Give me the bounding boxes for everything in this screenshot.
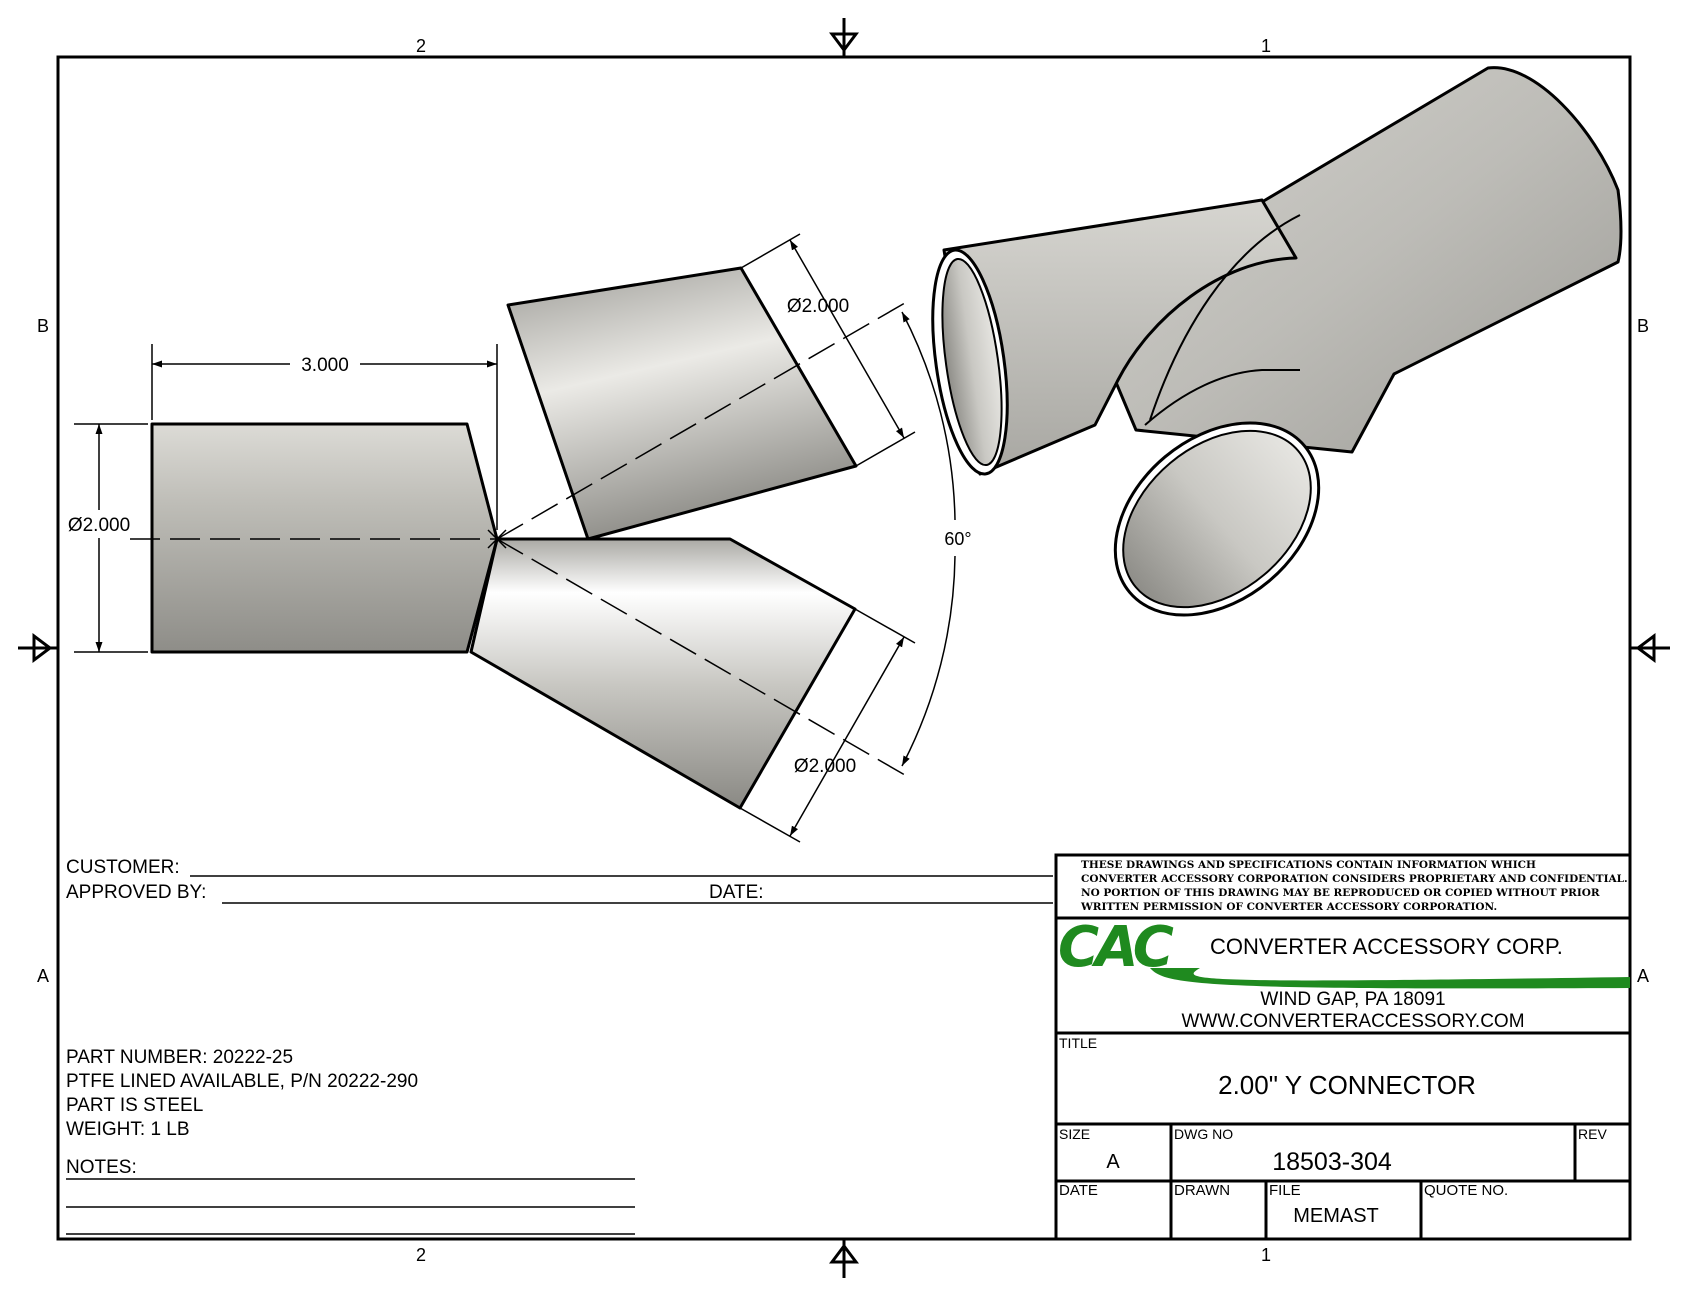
dimension-upper-branch-diameter <box>740 233 916 467</box>
zone-label-right-upper: B <box>1637 316 1649 336</box>
zone-label-top-right: 1 <box>1261 36 1271 56</box>
dwg-no-value: 18503-304 <box>1272 1148 1392 1176</box>
notes-lines <box>66 1178 635 1235</box>
weight-note: WEIGHT: 1 LB <box>66 1119 190 1140</box>
dimension-length <box>151 344 498 530</box>
legal-line-3: NO PORTION OF THIS DRAWING MAY BE REPROD… <box>1081 887 1600 899</box>
customer-label: CUSTOMER: <box>66 857 180 878</box>
vertex-mark <box>487 529 507 549</box>
date-label: DATE: <box>709 882 764 903</box>
file-value: MEMAST <box>1293 1205 1379 1227</box>
title-field-label: TITLE <box>1059 1035 1097 1051</box>
company-logo-text: CAC <box>1058 915 1174 980</box>
quote-no-field-label: QUOTE NO. <box>1424 1182 1508 1199</box>
dimension-lower-branch-diameter-label: Ø2.000 <box>794 756 856 777</box>
zone-label-left-upper: B <box>37 316 49 336</box>
dimension-upper-branch-diameter-label: Ø2.000 <box>787 296 849 317</box>
zone-label-right-lower: A <box>1637 966 1649 986</box>
title-block <box>1054 853 1632 1241</box>
y-connector-front-view <box>130 266 911 810</box>
drawn-field-label: DRAWN <box>1174 1182 1230 1199</box>
iso-side-pipe <box>942 198 1298 476</box>
center-mark-top <box>829 18 859 57</box>
iso-branch-seam <box>1149 214 1301 421</box>
dimension-length-label: 3.000 <box>301 355 349 376</box>
dimension-inlet-diameter <box>74 423 148 653</box>
dimension-branch-angle <box>901 311 956 767</box>
drawing-title: 2.00" Y CONNECTOR <box>1218 1070 1476 1100</box>
zone-label-bottom-left: 2 <box>416 1245 426 1265</box>
inlet-pipe <box>150 422 499 654</box>
dwg-no-field-label: DWG NO <box>1174 1126 1233 1142</box>
iso-outlet-inner <box>1122 429 1312 609</box>
part-number: PART NUMBER: 20222-25 <box>66 1047 293 1068</box>
zone-label-left-lower: A <box>37 966 49 986</box>
zone-label-bottom-right: 1 <box>1261 1245 1271 1265</box>
size-field-label: SIZE <box>1059 1126 1090 1142</box>
dimension-branch-angle-label: 60° <box>944 529 971 549</box>
y-connector-isometric-view <box>931 66 1623 617</box>
company-logo: CAC <box>1058 915 1630 989</box>
dimension-inlet-diameter-label: Ø2.000 <box>68 515 130 536</box>
notes-label: NOTES: <box>66 1157 137 1178</box>
material-note: PART IS STEEL <box>66 1095 203 1116</box>
file-field-label: FILE <box>1269 1182 1301 1199</box>
iso-intersection-curve <box>1144 369 1300 426</box>
legal-line-2: CONVERTER ACCESSORY CORPORATION CONSIDER… <box>1081 873 1628 885</box>
dimension-lower-branch-diameter <box>739 608 916 843</box>
company-website: WWW.CONVERTERACCESSORY.COM <box>1181 1011 1524 1032</box>
zone-label-top-left: 2 <box>416 36 426 56</box>
centerlines <box>130 299 911 779</box>
center-mark-left <box>18 633 58 663</box>
ptfe-note: PTFE LINED AVAILABLE, P/N 20222-290 <box>66 1071 418 1092</box>
date-field-label: DATE <box>1059 1182 1098 1199</box>
center-mark-right <box>1630 633 1670 663</box>
size-value: A <box>1106 1151 1120 1173</box>
iso-side-pipe-inner <box>941 257 1003 467</box>
legal-line-4: WRITTEN PERMISSION OF CONVERTER ACCESSOR… <box>1080 901 1497 913</box>
approved-by-label: APPROVED BY: <box>66 882 206 903</box>
company-name: CONVERTER ACCESSORY CORP. <box>1210 934 1563 959</box>
legal-line-1: THESE DRAWINGS AND SPECIFICATIONS CONTAI… <box>1081 859 1536 871</box>
center-mark-bottom <box>829 1239 859 1278</box>
company-address: WIND GAP, PA 18091 <box>1260 989 1445 1010</box>
rev-field-label: REV <box>1578 1126 1607 1142</box>
